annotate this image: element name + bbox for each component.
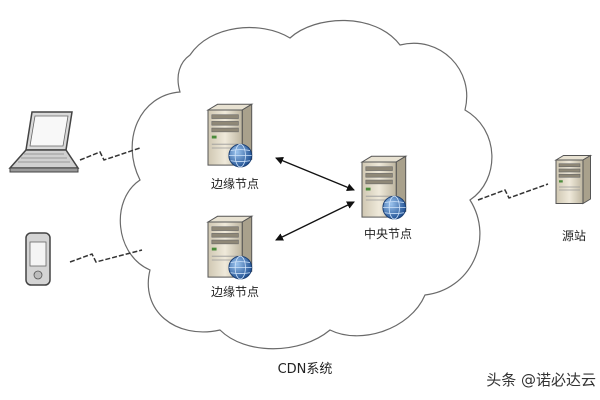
laptop-icon [8, 111, 80, 173]
central-server-icon [360, 155, 408, 220]
edge-top-to-central-arrow [275, 156, 355, 192]
cdn-cloud [119, 19, 493, 350]
central-node-label: 中央节点 [364, 226, 412, 241]
origin-server-icon [554, 154, 593, 205]
watermark: 头条 @诺必达云 [486, 371, 596, 389]
phone-icon [25, 232, 51, 286]
edge-node-label-bottom: 边缘节点 [211, 285, 259, 299]
wireless-link-icon [69, 147, 549, 263]
cdn-system-label: CDN系统 [278, 362, 333, 377]
origin-site-label: 源站 [562, 229, 586, 243]
edge-server-icon-bottom [206, 215, 254, 280]
edge-bottom-to-central-arrow [275, 201, 355, 241]
edge-node-label-top: 边缘节点 [211, 177, 259, 191]
edge-server-icon-top [206, 103, 254, 168]
